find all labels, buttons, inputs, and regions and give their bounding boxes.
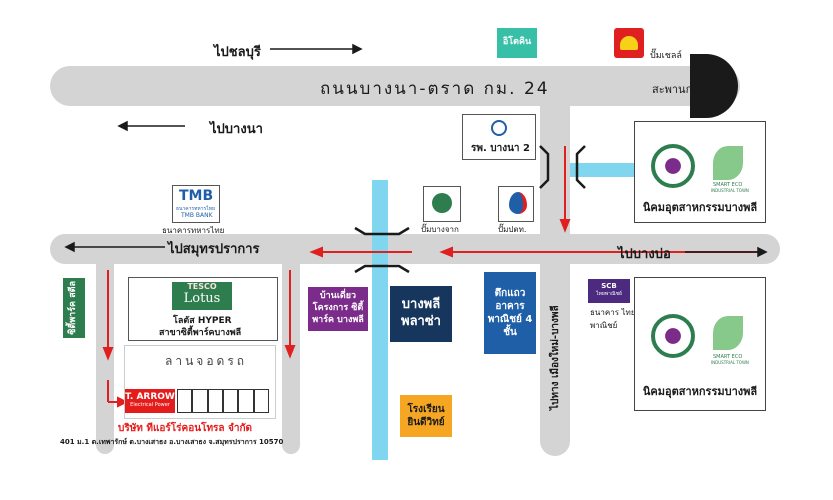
u-turn-label: สะพานกลับรถ [652,83,719,96]
tesco-card: TESCO Lotus โลตัส HYPER สาขาซิตี้พาร์คบา… [128,277,278,341]
ptt-card [498,186,534,222]
tmb-card: TMB ธนาคารทหารไทย TMB BANK [172,185,220,223]
company-address: 401 ม.1 ต.เทพารักษ์ ต.บางเสาธง อ.บางเสาธ… [60,438,284,446]
tesco-logo: TESCO Lotus [172,282,232,310]
scb-caption: ธนาคาร ไทยพาณิชย์ [590,308,636,330]
smart-eco-leaf-icon [713,146,743,180]
parking-label: ลานจอดรถ [165,354,248,368]
canal-horizontal [570,163,640,177]
to-samutprakan-label: ไปสมุทรปราการ [168,242,260,257]
estate-bottom-label: นิคมอุตสาหกรรมบางพลี [642,385,758,398]
soi-1 [96,264,114,454]
scb-logo: SCB ไทยพาณิชย์ [588,279,630,303]
to-bangna-label: ไปบางนา [210,122,263,137]
company-name: บริษัท ทีแอร์โร่คอนโทรล จำกัด [118,423,253,434]
bangchak-card [423,186,461,222]
tmb-sub-en: TMB BANK [181,212,213,219]
highway-road [50,66,740,106]
shell-icon [620,36,638,50]
itacin-box: อิโตคิน [497,28,537,58]
estate-seal-icon [651,144,695,188]
estate-top-card: SMART ECO INDUSTRIAL TOWN นิคมอุตสาหกรรม… [634,121,766,223]
bangplee-plaza-box: บางพลี พลาซ่า [390,286,452,342]
hospital-icon [491,120,507,136]
to-bangbo-label: ไปบางบ่อ [618,247,671,262]
smart-eco-sub: INDUSTRIAL TOWN [711,188,749,193]
bangchak-label: ปั๊มบางจาก [421,225,459,234]
parking-area [124,345,276,419]
ptt-label: ปั๊มปตท. [498,225,527,234]
shell-logo [614,28,644,58]
tesco-caption-1: โลตัส HYPER [173,316,232,326]
tmb-caption: ธนาคารทหารไทย [162,226,225,235]
smart-eco-sub: INDUSTRIAL TOWN [711,360,749,365]
tmb-logo: TMB [179,188,214,204]
estate-bottom-card: SMART ECO INDUSTRIAL TOWN นิคมอุตสาหกรรม… [634,277,766,411]
baan-tiew-box: บ้านเดี่ยว โครงการ ซิตี้ พาร์ค บางพลี [308,287,368,331]
school-box: โรงเรียน ยินดีวิทย์ [400,395,452,437]
smart-eco-leaf-icon [713,316,743,350]
to-chonburi-label: ไปชลบุรี [214,45,261,60]
frontage-road [50,234,780,264]
hospital-card: รพ. บางนา 2 [462,114,536,160]
shophouse-box: ตึกแถว อาคาร พาณิชย์ 4 ชั้น [484,272,536,354]
ptt-icon [509,192,527,214]
soi-2 [282,264,300,454]
side-road-label: ไปทาง เมืองใหม่-บางพลี [550,305,561,410]
tmb-sub: ธนาคารทหารไทย [176,206,215,212]
city-park-box: ซิตี้พาร์ค สตีล [63,278,85,338]
company-logo: T. ARROW Electrical Power [125,389,175,413]
smart-eco-label: SMART ECO [713,354,743,360]
smart-eco-label: SMART ECO [713,182,743,188]
bangchak-icon [432,193,452,213]
estate-seal-icon [651,314,695,358]
tesco-caption-2: สาขาซิตี้พาร์คบางพลี [159,328,242,338]
canal-vertical [372,180,388,460]
factory-units [177,389,269,413]
hospital-label: รพ. บางนา 2 [471,143,530,154]
estate-top-label: นิคมอุตสาหกรรมบางพลี [642,201,758,214]
highway-name: ถนนบางนา-ตราด กม. 24 [320,79,550,99]
shell-label: ปั๊มเชลล์ [650,51,682,61]
